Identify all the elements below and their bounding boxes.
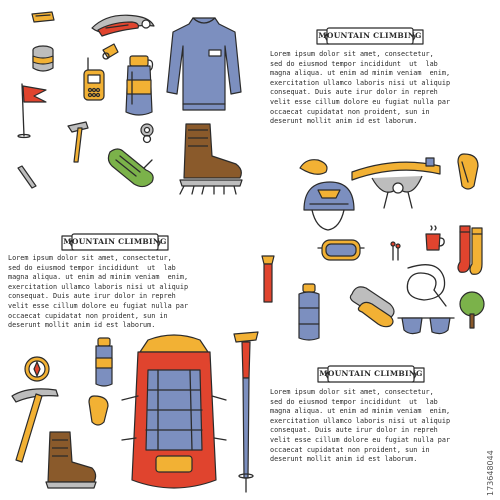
banner-bottom-right: MOUNTAIN CLIMBING: [316, 364, 426, 386]
pennant-icon: [30, 10, 56, 26]
descender-icon: [136, 122, 158, 144]
rock-hold-icon: [296, 156, 332, 178]
paragraph-bottom-right: Lorem ipsum dolor sit amet, consectetur,…: [270, 388, 451, 464]
socks-icon: [454, 224, 488, 278]
sunglasses-icon: [396, 312, 456, 338]
ice-axe-icon: [8, 384, 68, 464]
thermos-icon: [122, 54, 156, 118]
crampon-boot-icon: [166, 120, 246, 200]
paragraph-top-right: Lorem ipsum dolor sit amet, consectetur,…: [270, 50, 451, 126]
goggles-icon: [316, 234, 366, 266]
tree-icon: [454, 290, 490, 330]
water-bottle-icon: [294, 282, 324, 342]
paragraph-middle-left: Lorem ipsum dolor sit amet, consectetur,…: [8, 254, 189, 330]
tin-can-icon: [30, 44, 56, 74]
helmet-icon: [300, 178, 358, 234]
flashlight-icon: [256, 254, 280, 306]
banner-label: MOUNTAIN CLIMBING: [63, 237, 167, 246]
trekking-pole-icon: [228, 328, 268, 494]
glove-icon: [104, 142, 160, 192]
harness-icon: [348, 152, 446, 212]
banner-label: MOUNTAIN CLIMBING: [319, 369, 423, 378]
summit-flag-icon: [14, 80, 48, 138]
backpack-icon: [118, 330, 230, 496]
hiking-boot-icon: [40, 428, 100, 492]
hammer-icon: [64, 120, 94, 164]
carabiner-icon: [454, 152, 482, 192]
small-thermos-icon: [92, 336, 116, 388]
compass-icon: [22, 354, 52, 384]
thermal-shirt-icon: [165, 14, 243, 114]
matches-icon: [388, 240, 402, 262]
multitool-icon: [88, 8, 158, 42]
tent-peg-icon: [14, 164, 40, 190]
banner-label: MOUNTAIN CLIMBING: [318, 31, 422, 40]
banner-middle-left: MOUNTAIN CLIMBING: [60, 232, 170, 254]
radio-icon: [80, 56, 108, 102]
banner-top-right: MOUNTAIN CLIMBING: [315, 26, 425, 48]
stock-id-watermark: 173648044: [486, 450, 495, 496]
mug-icon: [424, 228, 446, 252]
whistle-icon: [100, 40, 122, 62]
carabiner-small-icon: [86, 394, 112, 428]
rope-icon: [398, 258, 454, 314]
carabiner-pair-icon: [346, 280, 402, 330]
